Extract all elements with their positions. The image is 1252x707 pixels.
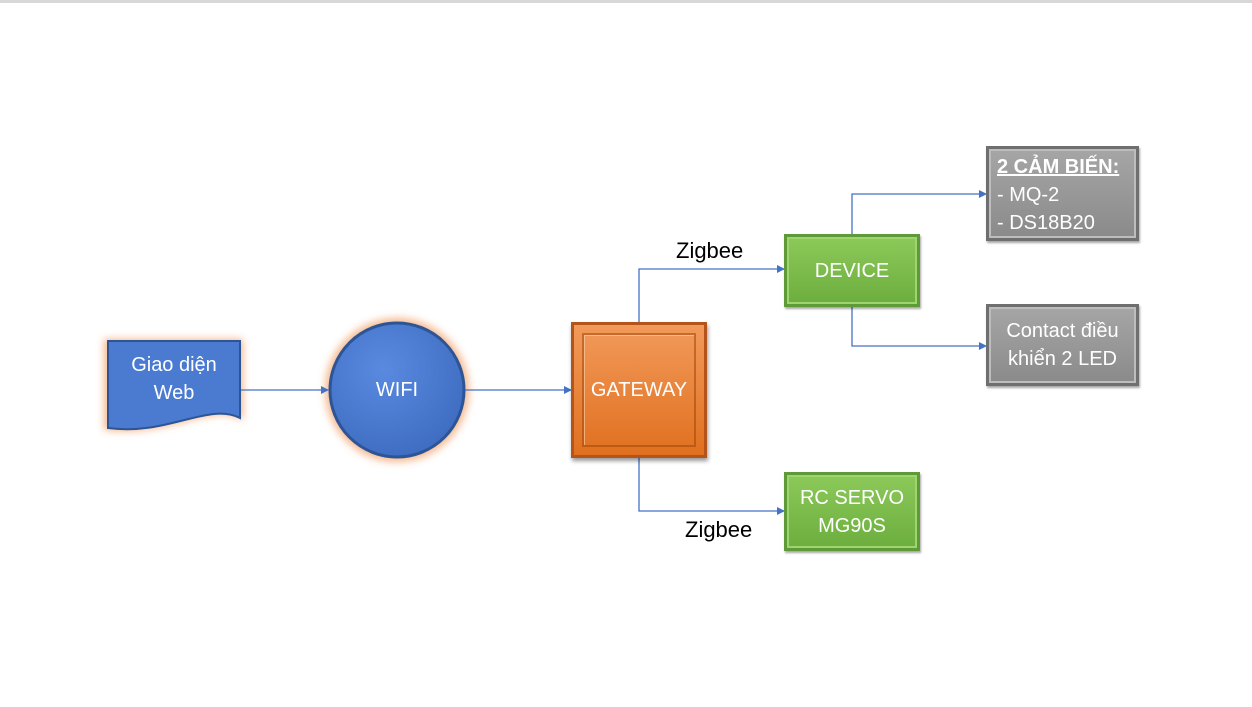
- led-contact-label: Contact điều khiển 2 LED: [1006, 320, 1119, 370]
- device-node: DEVICE: [784, 234, 920, 307]
- connector-gateway-servo: [638, 458, 785, 515]
- connector-device-led: [851, 307, 987, 350]
- connector-device-sensors: [851, 190, 987, 234]
- servo-node: RC SERVO MG90S: [784, 472, 920, 551]
- gateway-label: GATEWAY: [590, 379, 688, 401]
- gateway-node: GATEWAY: [571, 322, 707, 458]
- web-interface-label: Giao diện Web: [112, 345, 236, 413]
- web-interface-node: [104, 339, 243, 432]
- gateway-inner-frame: [582, 333, 696, 447]
- zigbee-label-lower: Zigbee: [685, 517, 753, 542]
- window-top-border: [0, 0, 1252, 3]
- led-contact-node: Contact điều khiển 2 LED: [986, 304, 1139, 386]
- connector-gateway-device: [638, 265, 785, 322]
- sensor-item: - MQ-2: [997, 184, 1060, 206]
- servo-label-line1: RC SERVO: [799, 486, 905, 509]
- servo-label-line2: MG90S: [818, 514, 886, 537]
- sensor-item: - DS18B20: [997, 212, 1095, 234]
- sensors-node: 2 CẢM BIẾN: - MQ-2 - DS18B20: [986, 146, 1139, 241]
- sensors-title: 2 CẢM BIẾN:: [997, 156, 1120, 178]
- wifi-node: [325, 318, 469, 462]
- web-interface-text: Giao diện Web: [131, 354, 217, 404]
- wifi-text: WIFI: [375, 379, 419, 401]
- wifi-label: WIFI: [337, 370, 457, 410]
- zigbee-label-upper: Zigbee: [676, 238, 744, 263]
- device-label: DEVICE: [814, 259, 890, 282]
